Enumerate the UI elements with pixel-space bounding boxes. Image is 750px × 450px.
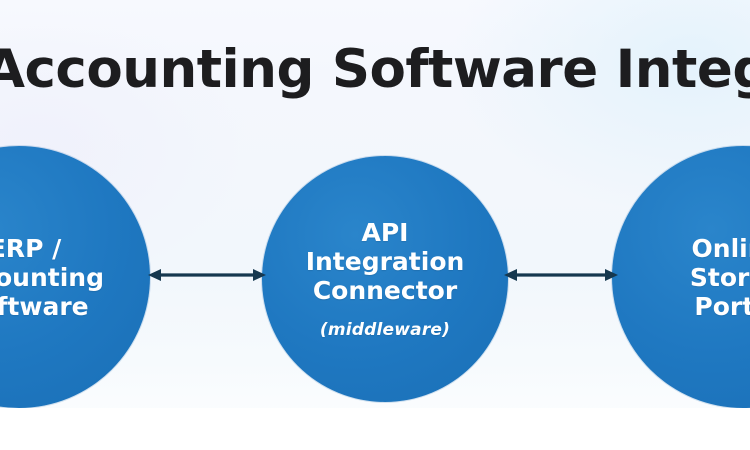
- double-arrow-icon: [148, 269, 266, 281]
- node-connector-line-3: Connector: [312, 275, 458, 305]
- node-connector-line-1: API: [361, 217, 409, 247]
- page-title: Accounting Software Integration: [0, 39, 750, 100]
- node-source-line-2: Accounting: [0, 262, 104, 292]
- node-target-line-1: Online: [691, 233, 750, 263]
- connector-connector-to-target: [504, 258, 618, 292]
- diagram-title-band: Accounting Software Integration: [0, 34, 750, 106]
- node-target-line-2: Store /: [689, 262, 750, 292]
- node-online-store-portal[interactable]: Online Store / Portal: [612, 146, 750, 408]
- node-erp-accounting-software[interactable]: ERP / Accounting Software: [0, 146, 150, 408]
- double-arrow-icon: [504, 269, 618, 281]
- node-target-label: Online Store / Portal: [684, 234, 750, 321]
- node-connector-label: API Integration Connector (middleware): [300, 218, 471, 341]
- node-target-line-3: Portal: [694, 291, 750, 321]
- node-connector-sublabel: (middleware): [319, 319, 451, 340]
- node-connector-line-2: Integration: [305, 246, 465, 276]
- connector-source-to-connector: [148, 258, 266, 292]
- bottom-plate: [0, 408, 750, 450]
- node-source-line-1: ERP /: [0, 233, 62, 263]
- node-source-line-3: Software: [0, 291, 89, 321]
- node-source-label: ERP / Accounting Software: [0, 234, 110, 321]
- node-api-integration-connector[interactable]: API Integration Connector (middleware): [262, 156, 508, 402]
